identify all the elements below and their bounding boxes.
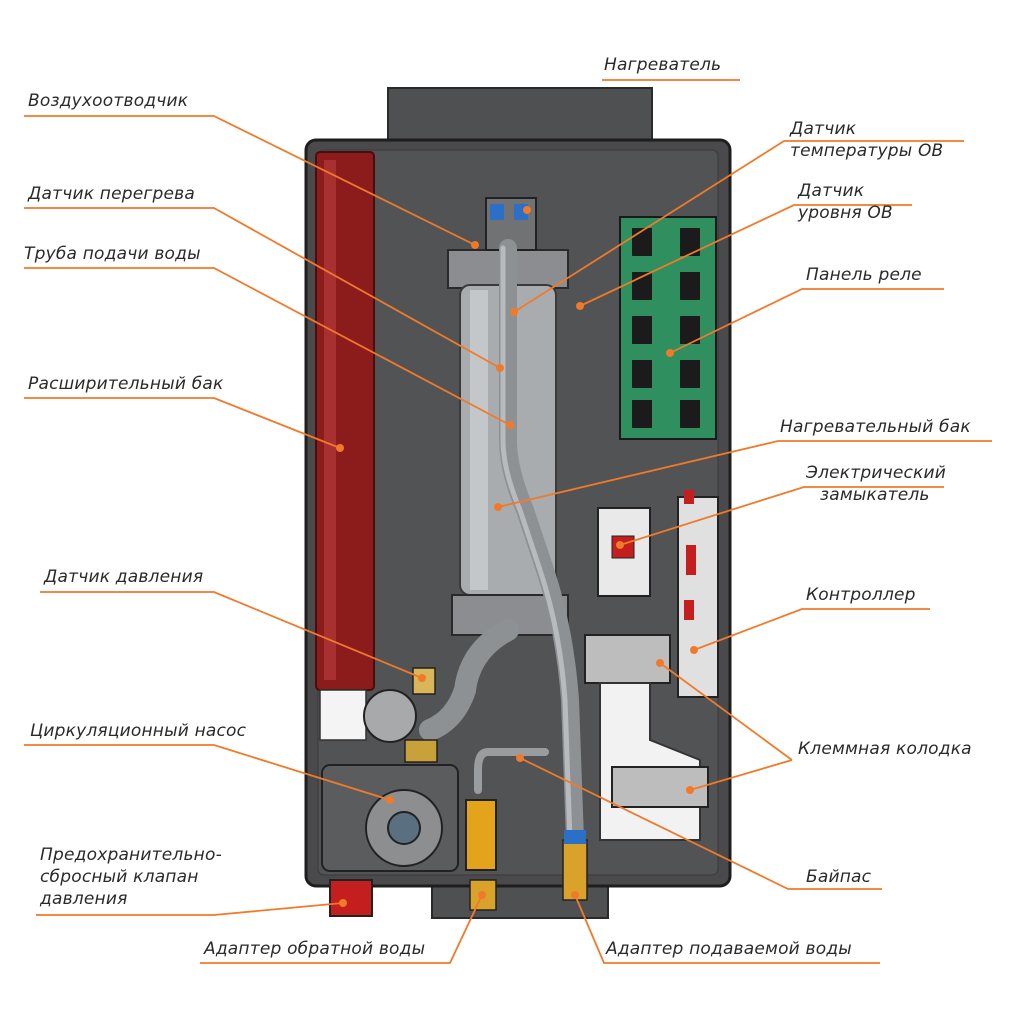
label-expansion-tank: Расширительный бак: [28, 374, 224, 394]
leader-expansion-tank: [24, 397, 341, 449]
bypass-brass-valve: [465, 799, 497, 871]
label-temp-sensor-line-2: температуры ОВ: [790, 141, 944, 161]
label-temp-sensor-line-1: Датчик: [790, 119, 857, 139]
leader-terminal-block-2: [689, 759, 793, 791]
bypass-pipe: [474, 748, 549, 794]
leader-supply-adapter: [574, 894, 880, 964]
label-temp-sensor: Датчик температуры ОВ: [790, 118, 943, 162]
leader-overheat-sensor: [24, 207, 501, 369]
leader-air-vent: [24, 115, 476, 246]
label-supply-adapter: Адаптер подаваемой воды: [606, 939, 852, 959]
label-pressure-sensor: Датчик давления: [44, 567, 204, 587]
label-level-sensor-line-2: уровня ОВ: [798, 203, 893, 223]
label-safety-valve: Предохранительно- сбросный клапан давлен…: [40, 844, 222, 910]
leader-safety-valve: [36, 902, 344, 916]
leader-supply-pipe: [24, 267, 511, 426]
heater-head-blue-1: [490, 204, 504, 220]
pump-motor-top: [363, 689, 417, 743]
leader-terminal-block-1: [659, 662, 793, 761]
connector-blocks: [319, 689, 367, 741]
label-safety-valve-line-3: давления: [40, 889, 128, 909]
label-controller: Контроллер: [806, 585, 916, 605]
controller-red-1: [684, 490, 694, 504]
label-heating-tank: Нагревательный бак: [780, 417, 971, 437]
controller-red-3: [684, 600, 694, 620]
supply-pipe-highlight: [500, 245, 573, 843]
supply-pipe: [499, 239, 584, 849]
controller-red-2: [686, 545, 696, 575]
label-bypass: Байпас: [806, 867, 872, 887]
terminal-block-lower: [611, 766, 709, 808]
label-relay-panel: Панель реле: [806, 265, 922, 285]
terminal-block-upper: [584, 634, 671, 684]
label-supply-pipe: Труба подачи воды: [24, 244, 201, 264]
label-overheat-sensor: Датчик перегрева: [28, 184, 196, 204]
leader-bypass: [519, 757, 882, 890]
label-contactor-line-2: замыкатель: [820, 485, 930, 505]
label-heater: Нагреватель: [604, 55, 722, 75]
label-circ-pump: Циркуляционный насос: [30, 721, 247, 741]
leader-return-adapter: [200, 894, 483, 964]
leader-dots: [336, 206, 698, 907]
label-level-sensor: Датчик уровня ОВ: [798, 180, 893, 224]
return-pipe: [419, 619, 519, 741]
relay-slots: [632, 228, 700, 428]
supply-adapter-fitting: [562, 839, 588, 901]
pump-center: [387, 811, 421, 845]
expansion-tank-highlight: [324, 160, 336, 680]
leader-controller: [693, 608, 930, 651]
leader-pressure-sensor: [40, 591, 423, 679]
controller: [677, 496, 719, 698]
safety-valve: [329, 879, 373, 917]
label-terminal-block: Клеммная колодка: [798, 739, 972, 759]
label-level-sensor-line-1: Датчик: [798, 181, 865, 201]
leader-circ-pump: [24, 744, 391, 801]
label-safety-valve-line-1: Предохранительно-: [40, 845, 222, 865]
pump-brass-fitting: [404, 739, 438, 763]
leader-temp-sensor: [513, 140, 964, 313]
leader-contactor: [619, 486, 944, 546]
heating-tank-highlight: [470, 290, 488, 590]
label-air-vent: Воздухоотводчик: [28, 91, 189, 111]
leader-heating-tank: [497, 440, 992, 508]
leader-level-sensor: [579, 204, 912, 307]
leader-relay-panel: [669, 288, 944, 354]
label-contactor-line-1: Электрический: [806, 463, 947, 483]
supply-adapter-blue: [564, 830, 586, 844]
label-contactor: Электрический замыкатель: [806, 462, 946, 506]
leader-lines: [24, 79, 992, 964]
label-return-adapter: Адаптер обратной воды: [204, 939, 426, 959]
label-safety-valve-line-2: сбросный клапан: [40, 867, 199, 887]
